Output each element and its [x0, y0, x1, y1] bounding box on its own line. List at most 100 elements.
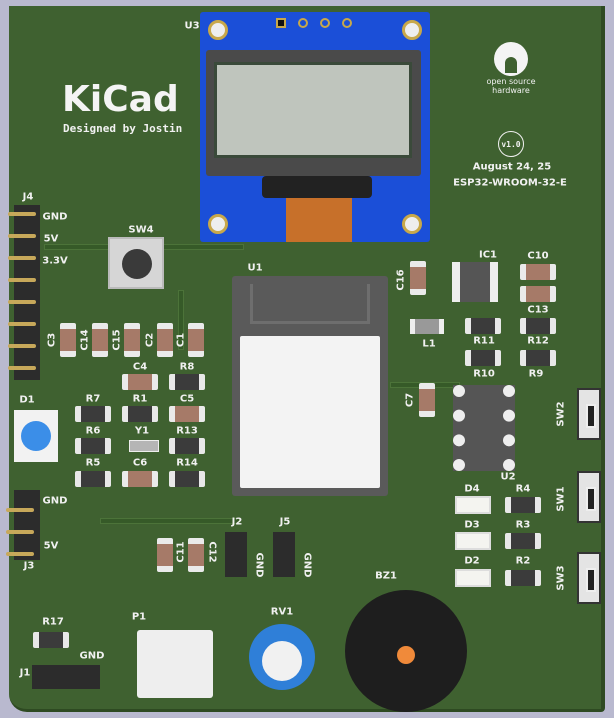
- capacitor-c13: [520, 286, 556, 302]
- trace: [178, 290, 184, 350]
- ref-u2: U2: [500, 471, 516, 483]
- jumper-j2[interactable]: [225, 532, 247, 577]
- oshw-text-2: hardware: [492, 86, 530, 95]
- potentiometer-rv1[interactable]: [249, 624, 315, 690]
- j4-3v3-label: 3.3V: [42, 255, 68, 267]
- ref-r5: R5: [85, 457, 101, 469]
- ref-bz1: BZ1: [375, 570, 397, 582]
- inductor-l1: [410, 319, 444, 334]
- resistor-r13: [169, 438, 205, 454]
- capacitor-c4: [122, 374, 158, 390]
- j1-gnd-label: GND: [79, 650, 105, 662]
- slide-switch-sw1[interactable]: [577, 471, 601, 523]
- ref-r3: R3: [515, 519, 531, 531]
- ref-r11: R11: [473, 335, 495, 347]
- resistor-r9: [520, 350, 556, 366]
- capacitor-c7: [419, 383, 435, 417]
- version-badge: v1.0: [498, 131, 524, 157]
- ref-d2: D2: [464, 555, 480, 567]
- ref-r14: R14: [176, 457, 198, 469]
- header-j3: [14, 490, 40, 560]
- date-text: August 24, 25: [472, 161, 552, 173]
- ref-c14: C14: [79, 329, 91, 351]
- oshw-text-1: open source: [486, 77, 536, 86]
- capacitor-c12: [188, 538, 204, 572]
- j4-gnd-label: GND: [42, 211, 68, 223]
- capacitor-c2: [157, 323, 173, 357]
- header-j1: [32, 665, 100, 689]
- resistor-r4: [505, 497, 541, 513]
- ref-j3: J3: [23, 560, 35, 572]
- resistor-r10: [465, 350, 501, 366]
- capacitor-c10: [520, 264, 556, 280]
- j3-gnd-label: GND: [42, 495, 68, 507]
- ic1-chip: [452, 262, 498, 302]
- version-text: v1.0: [501, 139, 521, 149]
- ref-d3: D3: [464, 519, 480, 531]
- ref-r1: R1: [132, 393, 148, 405]
- led-d2: [455, 569, 491, 587]
- resistor-r7: [75, 406, 111, 422]
- ref-c3: C3: [46, 332, 58, 348]
- buzzer-bz1: [345, 590, 467, 712]
- resistor-r14: [169, 471, 205, 487]
- ref-j2: J2: [231, 516, 243, 528]
- module-text: ESP32-WROOM-32-E: [453, 177, 567, 189]
- resistor-r8: [169, 374, 205, 390]
- header-j4: [14, 205, 40, 380]
- rgb-led-d1: [14, 410, 58, 462]
- ref-r8: R8: [179, 361, 195, 373]
- ref-c15: C15: [111, 329, 123, 351]
- usb-c-connector-p1[interactable]: [137, 630, 213, 698]
- designer-credit: Designed by Jostin: [63, 122, 183, 135]
- capacitor-c16: [410, 261, 426, 295]
- kicad-logo: KiCad: [62, 80, 179, 120]
- ref-r6: R6: [85, 425, 101, 437]
- ref-r12: R12: [527, 335, 549, 347]
- resistor-r12: [520, 318, 556, 334]
- ref-c1: C1: [175, 332, 187, 348]
- pushbutton-sw4[interactable]: [108, 237, 164, 289]
- ref-d4: D4: [464, 483, 480, 495]
- crystal-y1: [129, 440, 159, 452]
- ref-c2: C2: [144, 332, 156, 348]
- ref-u3: U3: [184, 20, 200, 32]
- slide-switch-sw2[interactable]: [577, 388, 601, 440]
- ref-j5: J5: [279, 516, 291, 528]
- j3-5v-label: 5V: [43, 540, 59, 552]
- ref-r9: R9: [528, 368, 544, 380]
- ref-c13: C13: [527, 304, 549, 316]
- j4-5v-label: 5V: [43, 233, 59, 245]
- ref-sw2: SW2: [555, 401, 567, 427]
- resistor-r2: [505, 570, 541, 586]
- ref-d1: D1: [19, 394, 35, 406]
- ref-p1: P1: [131, 611, 147, 623]
- ic-u2: [453, 385, 515, 471]
- ref-sw3: SW3: [555, 565, 567, 591]
- kicad-logo-text: KiCad: [62, 79, 179, 120]
- ref-r7: R7: [85, 393, 101, 405]
- ref-r13: R13: [176, 425, 198, 437]
- ref-c10: C10: [527, 250, 549, 262]
- ref-rv1: RV1: [270, 606, 294, 618]
- capacitor-c1: [188, 323, 204, 357]
- ref-l1: L1: [422, 338, 436, 350]
- capacitor-c5: [169, 406, 205, 422]
- esp32-module-u1: [232, 276, 388, 496]
- resistor-r6: [75, 438, 111, 454]
- led-d4: [455, 496, 491, 514]
- slide-switch-sw3[interactable]: [577, 552, 601, 604]
- resistor-r5: [75, 471, 111, 487]
- capacitor-c11: [157, 538, 173, 572]
- ref-y1: Y1: [134, 425, 150, 437]
- ref-c11: C11: [175, 541, 187, 563]
- resistor-r17: [33, 632, 69, 648]
- ref-c6: C6: [132, 457, 148, 469]
- resistor-r1: [122, 406, 158, 422]
- resistor-r11: [465, 318, 501, 334]
- ref-c4: C4: [132, 361, 148, 373]
- capacitor-c14: [92, 323, 108, 357]
- ref-j4: J4: [22, 191, 34, 203]
- jumper-j5[interactable]: [273, 532, 295, 577]
- ref-c7: C7: [404, 392, 416, 408]
